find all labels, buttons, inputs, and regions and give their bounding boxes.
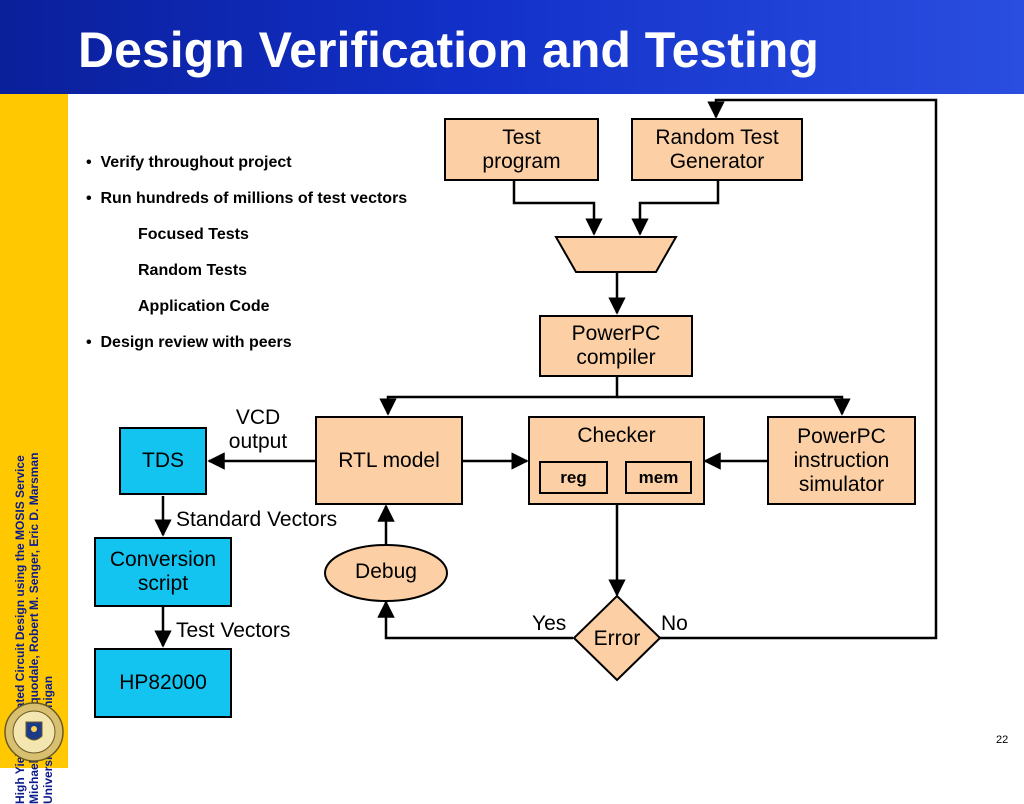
rtl-model-box: RTL model: [315, 416, 463, 505]
vcd-output-label: VCD output: [228, 406, 288, 453]
mem-box: mem: [625, 461, 692, 494]
checker-label: Checker: [577, 424, 656, 447]
bullet-item: • Verify throughout project: [86, 154, 292, 171]
arrow-compiler-split: [379, 376, 619, 416]
error-label: Error: [593, 627, 641, 650]
sub-bullet-item: Application Code: [138, 298, 270, 315]
sidebar: High Yield Integrated Circuit Design usi…: [0, 94, 68, 804]
arrow-error-no-to-generator: [660, 98, 938, 640]
bullet-item: • Design review with peers: [86, 334, 292, 351]
hp82000-box: HP82000: [94, 648, 232, 718]
title-bar: Design Verification and Testing: [0, 0, 1024, 94]
slide-title: Design Verification and Testing: [78, 22, 819, 78]
standard-vectors-label: Standard Vectors: [176, 508, 338, 531]
error-decision-shape: [572, 594, 662, 682]
no-label: No: [661, 612, 688, 635]
flow-diagram: [154, 98, 938, 682]
powerpc-compiler-box: PowerPC compiler: [539, 315, 693, 377]
yes-label: Yes: [532, 612, 567, 635]
bullet-text: Run hundreds of millions of test vectors: [100, 190, 408, 207]
bullet-item: • Run hundreds of millions of test vecto…: [86, 190, 408, 207]
conversion-script-box: Conversion script: [94, 537, 232, 607]
debug-label: Debug: [355, 560, 417, 583]
reg-box: reg: [539, 461, 608, 494]
arrow-generator-to-mux: [631, 180, 720, 236]
arrow-compiler-to-simulator: [617, 395, 851, 416]
arrow-error-yes-to-debug: [377, 600, 573, 640]
random-test-generator-box: Random Test Generator: [631, 118, 803, 181]
selector-mux: [554, 236, 678, 273]
bullet-text: Design review with peers: [100, 334, 292, 351]
test-vectors-label: Test Vectors: [176, 619, 291, 642]
test-program-box: Test program: [444, 118, 599, 181]
tds-box: TDS: [119, 427, 207, 495]
university-seal-icon: [4, 702, 64, 762]
sub-bullet-item: Random Tests: [138, 262, 248, 279]
arrow-test-program-to-mux: [512, 180, 603, 236]
sub-bullet-item: Focused Tests: [138, 226, 249, 243]
bullet-text: Verify throughout project: [100, 154, 292, 171]
debug-node-shape: [324, 544, 448, 602]
page-number: 22: [996, 734, 1009, 746]
powerpc-simulator-box: PowerPC instruction simulator: [767, 416, 916, 505]
